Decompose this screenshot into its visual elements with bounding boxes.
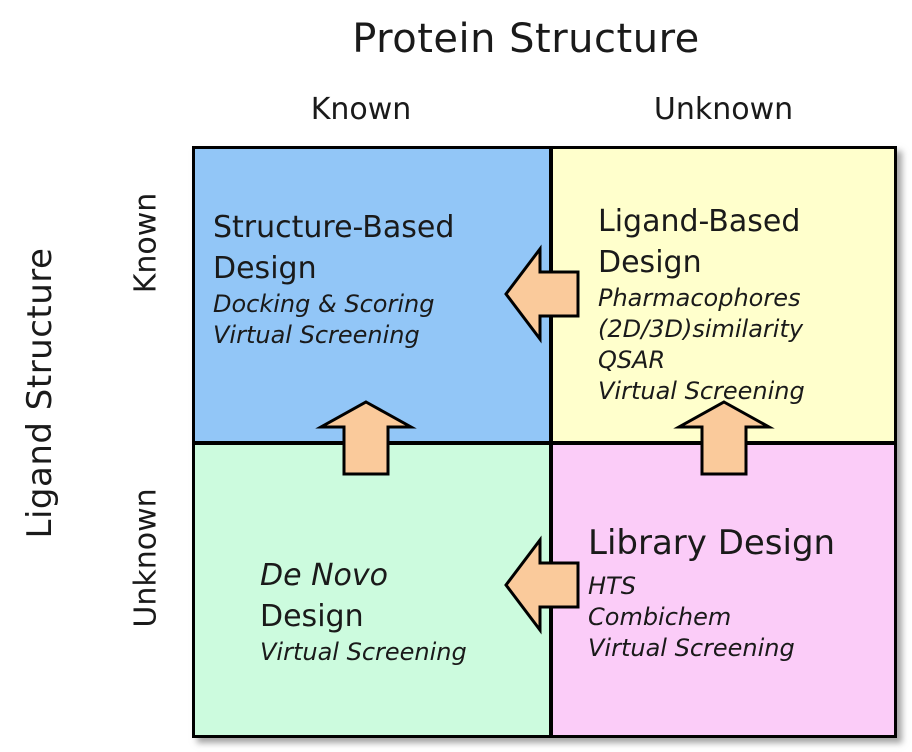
quadrant-de-novo-design: De Novo Design Virtual Screening [195, 445, 549, 735]
quadrant-matrix: Structure-Based Design Docking & Scoring… [192, 146, 897, 738]
method-item: Pharmacophores [598, 284, 801, 312]
quadrant-title: De Novo Design [260, 555, 543, 637]
quadrant-title-line: Design [598, 245, 702, 280]
method-item: Virtual Screening [588, 634, 795, 662]
protein-known-label: Known [310, 92, 412, 127]
quadrant-method-list: Docking & Scoring Virtual Screening [213, 289, 543, 351]
ligand-unknown-label: Unknown [128, 488, 164, 628]
method-item: (2D/3D)similarity [598, 315, 804, 343]
method-item: Virtual Screening [598, 377, 805, 405]
quadrant-structure-based-design: Structure-Based Design Docking & Scoring… [195, 149, 549, 441]
method-item: QSAR [598, 346, 666, 374]
quadrant-title-line: De Novo [260, 558, 388, 593]
quadrant-title-line: Design [260, 599, 364, 634]
method-item: Virtual Screening [213, 321, 420, 349]
quadrant-method-list: Pharmacophores (2D/3D)similarity QSAR Vi… [598, 283, 888, 407]
method-item: HTS [588, 572, 636, 600]
ligand-known-label: Known [128, 192, 164, 294]
quadrant-title-line: Library Design [588, 523, 836, 563]
quadrant-title: Structure-Based Design [213, 207, 543, 289]
quadrant-method-list: HTS Combichem Virtual Screening [588, 571, 888, 664]
quadrant-title-line: Structure-Based [213, 210, 455, 245]
protein-unknown-label: Unknown [653, 92, 794, 127]
ligand-structure-axis-title: Ligand Structure [20, 247, 60, 539]
method-item: Combichem [588, 603, 732, 631]
quadrant-title-line: Ligand-Based [598, 204, 801, 239]
quadrant-ligand-based-design: Ligand-Based Design Pharmacophores (2D/3… [553, 149, 894, 441]
quadrant-title: Ligand-Based Design [598, 201, 888, 283]
quadrant-title-line: Design [213, 251, 317, 286]
quadrant-title: Library Design [588, 521, 888, 565]
method-item: Docking & Scoring [213, 290, 435, 318]
method-item: Virtual Screening [260, 638, 467, 666]
protein-structure-axis-title: Protein Structure [352, 16, 700, 62]
quadrant-method-list: Virtual Screening [260, 637, 543, 668]
quadrant-library-design: Library Design HTS Combichem Virtual Scr… [553, 445, 894, 735]
